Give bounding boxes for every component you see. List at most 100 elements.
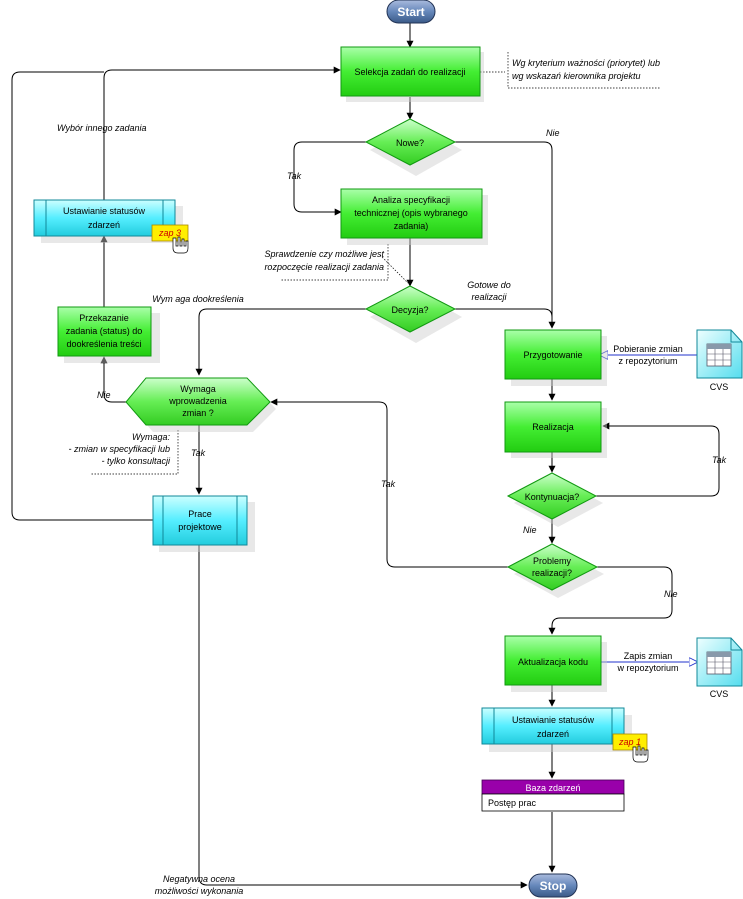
annotation-pobieranie: Pobieranie zmian z repozytorium	[613, 344, 683, 366]
database-row: Postęp prac	[488, 798, 537, 808]
edge-nowe-przygotowanie	[455, 141, 556, 329]
annotation-kryterium: Wg kryterium ważności (priorytet) lub wg…	[512, 58, 660, 81]
wymaga-note-line-2: - zmian w specyfikacji lub	[68, 444, 170, 454]
annotation-wymaga-note: Wymaga: - zmian w specyfikacji lub - tyl…	[68, 432, 171, 466]
realizacja-label: Realizacja	[532, 422, 574, 432]
edge-prace-selekcja	[11, 71, 153, 521]
pobieranie-line-1: Pobieranie zmian	[613, 344, 683, 354]
database-baza-zdarzen[interactable]: Baza zdarzeń Postęp prac	[481, 779, 625, 812]
database-table-icon	[706, 343, 732, 367]
selekcja-label: Selekcja zadań do realizacji	[354, 67, 465, 77]
edge-status-selekcja	[103, 66, 341, 200]
przekazanie-line-3: dookreślenia treści	[66, 339, 141, 349]
node-przygotowanie[interactable]: Przygotowanie	[504, 329, 607, 386]
cvs-repository-bottom[interactable]: CVS	[696, 637, 743, 699]
edge-decyzja-przygotowanie	[455, 308, 553, 328]
edge-wymaga-przekazanie	[100, 356, 126, 403]
label-negatywna-1: Negatywna ocena	[163, 874, 235, 884]
start-label: Start	[397, 5, 424, 19]
database-table-icon	[706, 651, 732, 675]
node-przekazanie[interactable]: Przekazanie zadania (status) do dookreśl…	[57, 306, 160, 363]
edge-problemy-wymaga	[270, 398, 508, 568]
decision-nowe[interactable]: Nowe?	[364, 118, 462, 176]
status-right-line-1: Ustawianie statusów	[512, 715, 595, 725]
decision-problemy[interactable]: Problemy realizacji?	[506, 543, 604, 598]
prace-line-1: Prace	[188, 509, 212, 519]
decision-kontynuacja[interactable]: Kontynuacja?	[506, 472, 603, 527]
decyzja-label: Decyzja?	[391, 305, 428, 315]
przekazanie-line-1: Przekazanie	[79, 313, 129, 323]
edge-decyzja-wymaga	[195, 308, 366, 376]
badge-zap1[interactable]: zap 1	[612, 733, 649, 763]
edge-prace-stop	[198, 544, 528, 889]
badge-zap3-label: zap 3	[158, 228, 181, 238]
label-negatywna-2: możliwości wykonania	[155, 886, 244, 896]
node-aktualizacja[interactable]: Aktualizacja kodu	[504, 635, 607, 692]
badge-zap1-label: zap 1	[618, 737, 641, 747]
start-terminal[interactable]: Start	[386, 0, 436, 24]
status-right-line-2: zdarzeń	[537, 729, 569, 739]
badge-zap3[interactable]: zap 3	[151, 224, 189, 254]
label-nie-kontynuacja: Nie	[523, 525, 537, 535]
przygotowanie-label: Przygotowanie	[523, 350, 582, 360]
hand-cursor-icon	[172, 236, 189, 254]
node-selekcja[interactable]: Selekcja zadań do realizacji	[340, 46, 484, 102]
cvs-repository-top[interactable]: CVS	[696, 329, 743, 392]
node-status-left[interactable]: Ustawianie statusów zdarzeń	[33, 199, 183, 243]
node-analiza[interactable]: Analiza specyfikacji technicznej (opis w…	[340, 188, 488, 245]
problemy-line-1: Problemy	[533, 556, 572, 566]
kryterium-line-2: wg wskazań kierownika projektu	[512, 71, 641, 81]
node-status-right[interactable]: Ustawianie statusów zdarzeń	[481, 707, 632, 752]
stop-terminal[interactable]: Stop	[528, 873, 578, 898]
edge-problemy-aktualizacja	[548, 566, 673, 635]
wymaga-note-line-1: Wymaga:	[132, 432, 171, 442]
annotation-zapis: Zapis zmian w repozytorium	[616, 651, 678, 673]
problemy-line-2: realizacji?	[532, 568, 572, 578]
label-nie-problemy: Nie	[664, 589, 678, 599]
edge-kontynuacja-realizacja	[596, 422, 720, 497]
label-nie-nowe: Nie	[546, 128, 560, 138]
label-wymaga-dookreslenia: Wym aga dookreślenia	[152, 294, 244, 304]
connectors	[11, 23, 720, 889]
kontynuacja-label: Kontynuacja?	[525, 492, 580, 502]
wymaga-line-3: zmian ?	[182, 408, 214, 418]
analiza-line-1: Analiza specyfikacji	[372, 195, 450, 205]
sprawdzenie-line-2: rozpoczęcie realizacji zadania	[264, 262, 384, 272]
edge-labels: Nie Tak Gotowe do realizacji Wym aga doo…	[57, 123, 727, 896]
decision-decyzja[interactable]: Decyzja?	[364, 285, 462, 343]
wymaga-line-1: Wymaga	[180, 384, 215, 394]
zapis-line-1: Zapis zmian	[624, 651, 673, 661]
cvs-bottom-label: CVS	[710, 689, 729, 699]
zapis-line-2: w repozytorium	[616, 663, 678, 673]
label-tak-wymaga: Tak	[191, 448, 206, 458]
label-tak-problemy: Tak	[381, 479, 396, 489]
edge-nowe-analiza	[293, 141, 366, 216]
aktualizacja-label: Aktualizacja kodu	[518, 657, 588, 667]
status-left-line-1: Ustawianie statusów	[63, 206, 146, 216]
sprawdzenie-line-1: Sprawdzenie czy możliwe jest	[264, 249, 384, 259]
label-gotowe-2: realizacji	[471, 292, 507, 302]
wymaga-line-2: wprowadzenia	[168, 396, 227, 406]
node-realizacja[interactable]: Realizacja	[504, 401, 607, 458]
stop-label: Stop	[540, 879, 567, 893]
database-header: Baza zdarzeń	[525, 783, 580, 793]
cvs-top-label: CVS	[710, 382, 729, 392]
kryterium-line-1: Wg kryterium ważności (priorytet) lub	[512, 58, 660, 68]
label-gotowe-1: Gotowe do	[467, 280, 511, 290]
wymaga-note-line-3: - tylko konsultacji	[101, 456, 171, 466]
prace-line-2: projektowe	[178, 522, 222, 532]
decision-wymaga[interactable]: Wymaga wprowadzenia zmian ?	[125, 377, 276, 432]
hand-cursor-icon	[632, 745, 649, 763]
nowe-label: Nowe?	[396, 138, 424, 148]
label-tak-kontynuacja: Tak	[712, 455, 727, 465]
analiza-line-3: zadania)	[394, 221, 429, 231]
pobieranie-line-2: z repozytorium	[618, 356, 677, 366]
przekazanie-line-2: zadania (status) do	[66, 326, 143, 336]
status-left-line-2: zdarzeń	[88, 220, 120, 230]
label-wybor: Wybór innego zadania	[57, 123, 147, 133]
label-tak-nowe: Tak	[287, 171, 302, 181]
node-prace[interactable]: Prace projektowe	[152, 495, 255, 552]
label-nie-wymaga: Nie	[97, 390, 111, 400]
annotation-sprawdzenie: Sprawdzenie czy możliwe jest rozpoczęcie…	[264, 249, 384, 272]
